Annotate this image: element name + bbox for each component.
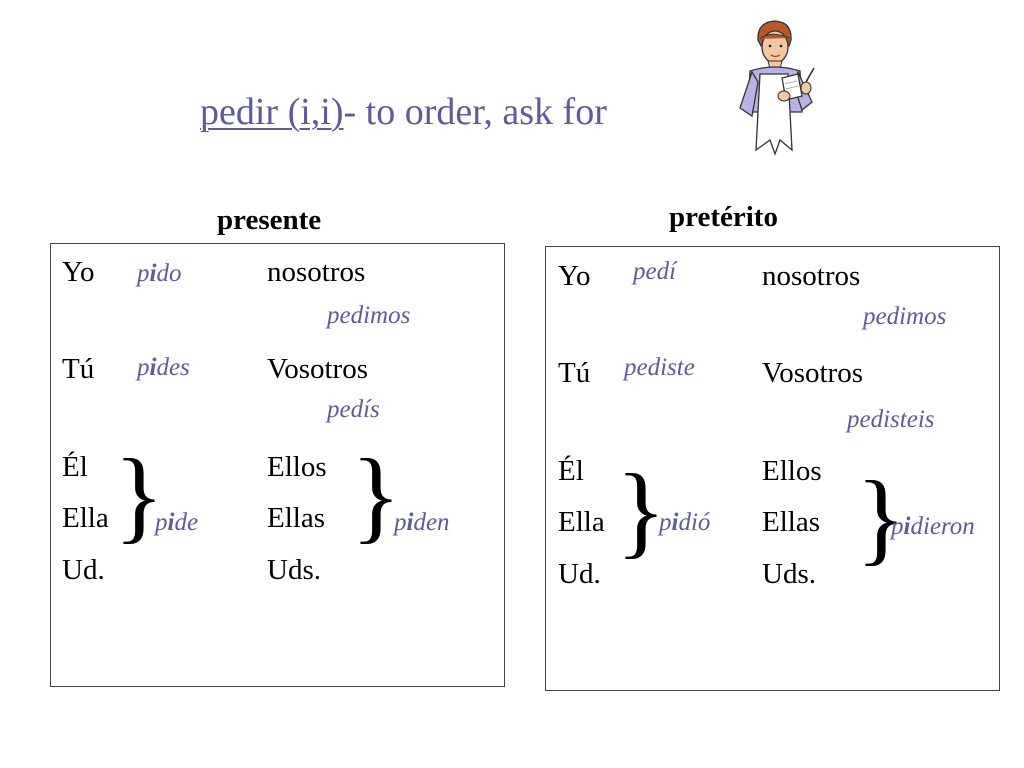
- pronoun-ud: Ud.: [62, 554, 105, 586]
- presente-heading: presente: [217, 204, 322, 236]
- presente-table: Yo pido nosotros pedimos Tú pides Vosotr…: [50, 243, 505, 687]
- slide-title: pedir (i,i)- to order, ask for: [200, 90, 607, 134]
- pronoun-tu: Tú: [558, 357, 591, 389]
- form-el: pidió: [659, 509, 711, 536]
- brace-el-group: }: [114, 438, 164, 553]
- pronoun-ella: Ella: [62, 502, 109, 534]
- pronoun-ellos: Ellos: [267, 451, 327, 483]
- waitress-taking-order-icon: [739, 20, 815, 156]
- form-el: pide: [155, 509, 199, 536]
- pronoun-ellos: Ellos: [762, 455, 822, 487]
- form-ellos: pidieron: [891, 513, 975, 540]
- preterito-heading: pretérito: [669, 201, 778, 233]
- pronoun-uds: Uds.: [762, 558, 816, 590]
- pronoun-nosotros: nosotros: [762, 260, 861, 292]
- verb-meaning: - to order, ask for: [343, 91, 607, 133]
- form-nosotros: pedimos: [863, 303, 947, 330]
- pronoun-yo: Yo: [62, 256, 95, 288]
- brace-ellos-group: }: [856, 460, 906, 575]
- pronoun-ella: Ella: [558, 506, 605, 538]
- form-yo: pedí: [633, 258, 677, 285]
- pronoun-nosotros: nosotros: [267, 256, 366, 288]
- pronoun-ellas: Ellas: [762, 506, 820, 538]
- preterito-table: Yo pedí nosotros pedimos Tú pediste Voso…: [545, 246, 1000, 691]
- pronoun-ellas: Ellas: [267, 502, 325, 534]
- pronoun-el: Él: [558, 455, 584, 487]
- pronoun-vosotros: Vosotros: [762, 357, 863, 389]
- form-ellos: piden: [394, 509, 450, 536]
- pronoun-el: Él: [62, 451, 88, 483]
- brace-ellos-group: }: [351, 438, 401, 553]
- form-yo: pido: [137, 260, 182, 287]
- pronoun-uds: Uds.: [267, 554, 321, 586]
- form-vosotros: pedís: [327, 396, 380, 423]
- brace-el-group: }: [616, 453, 666, 568]
- pronoun-yo: Yo: [558, 260, 591, 292]
- form-tu: pediste: [624, 354, 695, 381]
- pronoun-vosotros: Vosotros: [267, 353, 368, 385]
- verb-link[interactable]: pedir (i,i): [200, 91, 344, 133]
- pronoun-tu: Tú: [62, 353, 95, 385]
- form-vosotros: pedisteis: [847, 406, 935, 433]
- form-tu: pides: [137, 354, 190, 381]
- form-nosotros: pedimos: [327, 302, 411, 329]
- pronoun-ud: Ud.: [558, 558, 601, 590]
